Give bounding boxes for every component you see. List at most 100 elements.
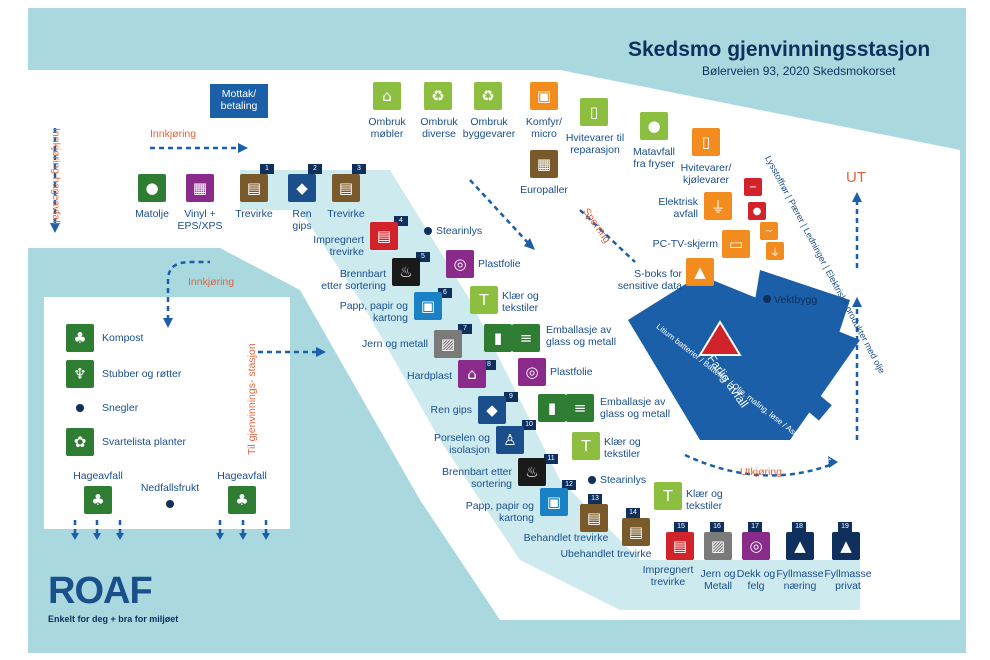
reception-label: Mottak/ betaling bbox=[220, 88, 258, 112]
reuse-misc-label: Ombruk diverse bbox=[420, 116, 458, 140]
container-number: 9 bbox=[504, 392, 518, 402]
impregnated-wood-label-2: Impregnert trevirke bbox=[642, 564, 694, 588]
container-number: 14 bbox=[626, 508, 640, 518]
treated-wood-label: Behandlet trevirke bbox=[523, 532, 609, 544]
appliance-repair-label: Hvitevarer til reparasjon bbox=[565, 132, 625, 156]
plastic-film-icon: ◎ bbox=[518, 358, 546, 386]
windfall-label: Nedfallsfrukt bbox=[140, 482, 200, 494]
snails-label: Snegler bbox=[102, 402, 139, 414]
container-number: 19 bbox=[838, 522, 852, 532]
metal-label: Jern og metall bbox=[362, 338, 428, 350]
untreated-wood-label: Ubehandlet trevirke bbox=[560, 548, 652, 560]
packaging-label-2: Emballasje av glass og metall bbox=[600, 396, 671, 420]
entry-label-left: Innkjøring bbox=[188, 276, 235, 288]
windfall-dot bbox=[166, 500, 174, 508]
fill-commercial-label: Fyllmasse næring bbox=[776, 568, 824, 592]
apple-icon: ● bbox=[640, 112, 668, 140]
candle-dot bbox=[424, 227, 432, 235]
recycle-icon: ♻ bbox=[474, 82, 502, 110]
tire-icon: ◎ bbox=[742, 532, 770, 560]
electrical-label: Elektrisk avfall bbox=[658, 196, 698, 220]
textiles-label: Klær og tekstiler bbox=[502, 290, 539, 314]
burnable-label: Brennbart etter sortering bbox=[321, 268, 386, 292]
stump-icon: ♆ bbox=[66, 360, 94, 388]
exit-drive-label: Utkjøring bbox=[740, 466, 783, 478]
impregnated-wood-icon: ▤ bbox=[370, 222, 398, 250]
chair-icon: ⌂ bbox=[458, 360, 486, 388]
foam-icon: ▦ bbox=[186, 174, 214, 202]
packaging-label: Emballasje av glass og metall bbox=[546, 324, 617, 348]
leaf-icon: ♣ bbox=[66, 324, 94, 352]
shirt-icon: T bbox=[572, 432, 600, 460]
container-number: 15 bbox=[674, 522, 688, 532]
plastic-film-icon: ◎ bbox=[446, 250, 474, 278]
container-number: 1 bbox=[260, 164, 274, 174]
wood-label-3: Trevirke bbox=[327, 208, 365, 220]
leaf-icon: ♣ bbox=[228, 486, 256, 514]
drop-icon: ● bbox=[138, 174, 166, 202]
roaf-logo: ROAF bbox=[48, 570, 153, 612]
building-annex bbox=[750, 270, 850, 360]
pallets-label: Europaller bbox=[520, 184, 568, 196]
cardboard-label: Papp, papir og kartong bbox=[339, 300, 408, 324]
garden-waste-left-label: Hageavfall bbox=[73, 470, 123, 482]
plug-icon: ⏚ bbox=[704, 192, 732, 220]
hard-plastic-label: Hardplast bbox=[407, 370, 452, 382]
tires-label: Dekk og felg bbox=[736, 568, 776, 592]
candles-label: Stearinlys bbox=[436, 225, 483, 237]
cardboard-label-2: Papp, papir og kartong bbox=[465, 500, 534, 524]
compost-label: Kompost bbox=[102, 332, 144, 344]
entry-label-top: Innkjøring bbox=[150, 128, 197, 140]
plug-small-icon: ⏚ bbox=[766, 242, 784, 260]
container-number: 8 bbox=[482, 360, 496, 370]
plastic-film-label: Plastfolie bbox=[478, 258, 521, 270]
metal-icon: ▨ bbox=[434, 330, 462, 358]
container-number: 10 bbox=[522, 420, 536, 430]
fridge-icon: ▯ bbox=[580, 98, 608, 126]
wood-icon: ▤ bbox=[580, 504, 608, 532]
cardboard-icon: ▣ bbox=[540, 488, 568, 516]
to-station-label: Til gjenvinnings- stasjon bbox=[246, 343, 258, 455]
pc-tv-label: PC-TV-skjerm bbox=[652, 238, 718, 250]
gravel-icon: ▲ bbox=[786, 532, 814, 560]
fire-icon: ♨ bbox=[392, 258, 420, 286]
container-number: 5 bbox=[416, 252, 430, 262]
burnable-label-2: Brennbart etter sortering bbox=[441, 466, 512, 490]
toilet-icon: ♙ bbox=[496, 426, 524, 454]
fire-icon: ♨ bbox=[518, 458, 546, 486]
container-number: 6 bbox=[438, 288, 452, 298]
textiles-label-2: Klær og tekstiler bbox=[604, 436, 641, 460]
container-number: 7 bbox=[458, 324, 472, 334]
leaf-icon: ♣ bbox=[84, 486, 112, 514]
container-number: 13 bbox=[588, 494, 602, 504]
candles-label-2: Stearinlys bbox=[600, 474, 647, 486]
textiles-label-3: Klær og tekstiler bbox=[686, 488, 723, 512]
gypsum-label: Ren gips bbox=[292, 208, 312, 232]
shirt-icon: T bbox=[470, 286, 498, 314]
sofa-icon: ⌂ bbox=[373, 82, 401, 110]
blacklisted-plants-label: Svartelista planter bbox=[102, 436, 187, 448]
metal-label-2: Jern og Metall bbox=[700, 568, 736, 592]
can-icon: ≡ bbox=[512, 324, 540, 352]
lock-icon: ▲ bbox=[686, 258, 714, 286]
impregnated-wood-label: Impregnert trevirke bbox=[313, 234, 364, 258]
can-icon: ≡ bbox=[566, 394, 594, 422]
exit-label: UT bbox=[846, 169, 866, 186]
entry-label-garden: Innkjøring hageavfall bbox=[50, 128, 62, 225]
cable-icon: ~ bbox=[760, 222, 778, 240]
reuse-furniture-label: Ombruk møbler bbox=[368, 116, 406, 140]
warning-triangle-icon bbox=[698, 320, 742, 356]
plastic-film-label-2: Plastfolie bbox=[550, 366, 593, 378]
direction-arrows bbox=[53, 128, 859, 535]
vinyl-label: Vinyl + EPS/XPS bbox=[177, 208, 223, 232]
bulb-icon: ● bbox=[748, 202, 766, 220]
stove-icon: ▣ bbox=[530, 82, 558, 110]
fill-private-label: Fyllmasse privat bbox=[824, 568, 872, 592]
wood-icon: ▤ bbox=[240, 174, 268, 202]
wood-icon: ▤ bbox=[622, 518, 650, 546]
porcelain-label: Porselen og isolasjon bbox=[433, 432, 490, 456]
gravel-icon: ▲ bbox=[832, 532, 860, 560]
reception-booth bbox=[210, 84, 268, 118]
glass-metal-icon: ▮ bbox=[484, 324, 512, 352]
container-number: 16 bbox=[710, 522, 724, 532]
